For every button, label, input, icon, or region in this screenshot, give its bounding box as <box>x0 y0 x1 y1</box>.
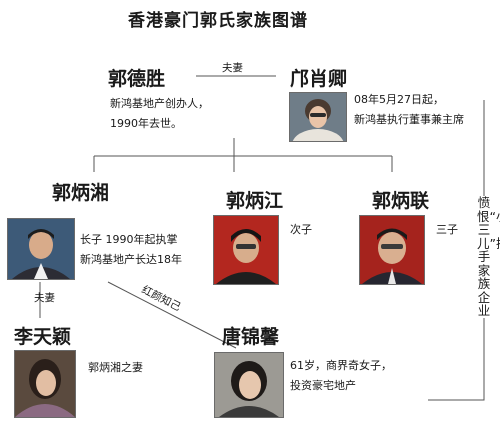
desc-bingxiang-line1: 长子 1990年起执掌 <box>80 233 178 246</box>
desc-bingxiang-line2: 新鸿基地产长达18年 <box>80 253 182 266</box>
desc-li-tianying: 郭炳湘之妻 <box>88 361 143 374</box>
portrait-photo-icon <box>15 351 75 417</box>
spouse-label-left: 夫妻 <box>34 292 55 304</box>
name-guo-bingjiang: 郭炳江 <box>226 190 284 212</box>
side-bracket <box>428 100 485 401</box>
name-guo-binglian: 郭炳联 <box>372 190 430 212</box>
name-guo-desheng: 郭德胜 <box>108 68 166 90</box>
portrait-photo-icon <box>360 216 424 284</box>
desc-guo-desheng: 新鸿基地产创办人， 1990年去世。 <box>110 94 209 134</box>
name-kwong-siu-hing: 邝肖卿 <box>290 68 348 90</box>
name-li-tianying: 李天颖 <box>14 326 72 348</box>
desc-guo-bingxiang: 长子 1990年起执掌 新鸿基地产长达18年 <box>80 230 182 270</box>
desc-tang-line1: 61岁，商界奇女子， <box>290 359 392 372</box>
photo-tang-jinxin <box>214 352 284 418</box>
photo-li-tianying <box>14 350 76 418</box>
desc-tang-jinxin: 61岁，商界奇女子， 投资豪宅地产 <box>290 356 392 396</box>
portrait-photo-icon <box>8 219 74 279</box>
desc-guo-bingjiang: 次子 <box>290 223 312 236</box>
portrait-photo-icon <box>214 216 278 284</box>
affair-line <box>107 281 237 349</box>
desc-kwong-siu-hing: 08年5月27日起， 新鸿基执行董事兼主席 <box>354 90 464 130</box>
photo-guo-binglian <box>359 215 425 285</box>
desc-tang-line2: 投资豪宅地产 <box>290 379 356 392</box>
desc-kwong-line2: 新鸿基执行董事兼主席 <box>354 113 464 126</box>
portrait-photo-icon <box>290 93 346 141</box>
side-note-vertical: 愤恨“小三儿”插手家族企业 <box>477 195 500 318</box>
portrait-photo-icon <box>215 353 283 417</box>
name-guo-bingxiang: 郭炳湘 <box>52 182 110 204</box>
photo-kwong-siu-hing <box>289 92 347 142</box>
desc-kwong-line1: 08年5月27日起， <box>354 93 444 106</box>
desc-guo-desheng-line1: 新鸿基地产创办人， <box>110 97 209 110</box>
spouse-label-top: 夫妻 <box>222 62 243 74</box>
photo-guo-bingjiang <box>213 215 279 285</box>
desc-guo-binglian: 三子 <box>436 223 458 236</box>
page-title: 香港豪门郭氏家族图谱 <box>128 11 308 31</box>
desc-guo-desheng-line2: 1990年去世。 <box>110 117 182 130</box>
name-tang-jinxin: 唐锦馨 <box>222 326 280 348</box>
photo-guo-bingxiang <box>7 218 75 280</box>
